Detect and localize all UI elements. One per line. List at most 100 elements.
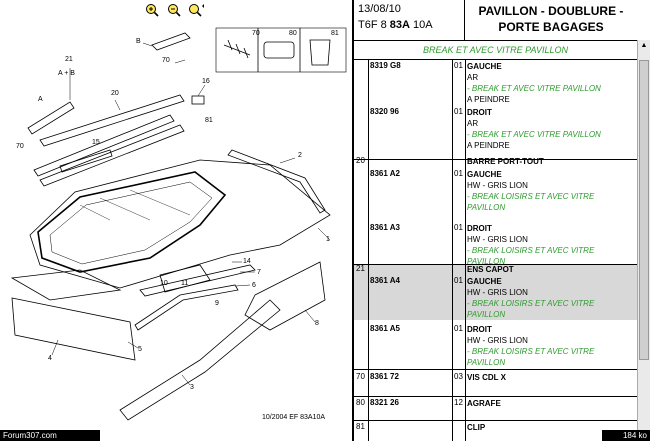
- diagram-label: 1: [326, 236, 330, 243]
- diagram-label: 3: [190, 384, 194, 391]
- col-divider: [452, 59, 453, 441]
- title-line-2: PORTE BAGAGES: [498, 20, 604, 34]
- description-line: - BREAK LOISIRS ET AVEC VITRE: [467, 246, 595, 255]
- description-line: DROIT: [467, 224, 492, 233]
- page-title: PAVILLON - DOUBLURE - PORTE BAGAGES: [465, 0, 637, 40]
- diagram-label: 4: [48, 355, 52, 362]
- ref-prefix: T6F 8: [358, 19, 390, 31]
- part-description: VIS CDL X: [467, 372, 637, 383]
- diagram-label: A: [38, 96, 43, 103]
- ref-bold: 83A: [389, 19, 410, 31]
- description-line: A PEINDRE: [467, 141, 510, 150]
- part-description: CLIP: [467, 422, 637, 433]
- diagram-label: A + B: [58, 70, 75, 77]
- part-reference: 8319 G8: [370, 61, 401, 70]
- diagram-label: B: [136, 38, 141, 45]
- ref-suffix: 10A: [409, 19, 433, 31]
- zoom-out-icon[interactable]: [166, 2, 182, 18]
- zoom-fit-icon[interactable]: [188, 2, 204, 18]
- description-line: HW - GRIS LION: [467, 235, 528, 244]
- zoom-toolbar: [144, 2, 204, 18]
- diagram-label: 20: [111, 90, 119, 97]
- description-line: HW - GRIS LION: [467, 181, 528, 190]
- description-line: HW - GRIS LION: [467, 336, 528, 345]
- part-reference: 8361 A4: [370, 276, 400, 285]
- header-ref: T6F 8 83A 10A: [358, 19, 433, 31]
- part-reference: 8361 A3: [370, 223, 400, 232]
- site-footer-label: Forum307.com: [0, 430, 100, 441]
- diagram-label: 80: [289, 30, 297, 37]
- part-description: BARRE PORT-TOUT: [467, 156, 637, 167]
- diagram-label: 8: [315, 320, 319, 327]
- parts-list-pane: 13/08/10 T6F 8 83A 10A PAVILLON - DOUBLU…: [354, 0, 650, 441]
- description-line: VIS CDL X: [467, 373, 506, 382]
- description-line: GAUCHE: [467, 277, 502, 286]
- description-line: ENS CAPOT: [467, 265, 514, 274]
- description-line: - BREAK LOISIRS ET AVEC VITRE: [467, 192, 595, 201]
- part-description: DROIT HW - GRIS LION - BREAK LOISIRS ET AV…: [467, 324, 637, 368]
- col-divider: [368, 59, 369, 441]
- part-quantity: 12: [454, 398, 463, 407]
- description-line: AR: [467, 119, 479, 128]
- pane-divider[interactable]: [352, 0, 354, 441]
- diagram-label: 81: [331, 30, 339, 37]
- description-line: PAVILLON: [467, 310, 506, 319]
- zoom-in-icon[interactable]: [144, 2, 160, 18]
- selected-row-highlight: [354, 264, 637, 320]
- part-description: GAUCHE AR - BREAK ET AVEC VITRE PAVILLON A …: [467, 61, 637, 105]
- description-line: - BREAK LOISIRS ET AVEC VITRE: [467, 299, 595, 308]
- description-line: - BREAK ET AVEC VITRE PAVILLON: [467, 130, 601, 139]
- scrollbar-thumb[interactable]: [639, 60, 649, 360]
- header-info: 13/08/10 T6F 8 83A 10A: [354, 0, 465, 40]
- variant-subtitle: BREAK ET AVEC VITRE PAVILLON: [354, 40, 637, 60]
- scroll-up-icon[interactable]: ▲: [638, 40, 650, 52]
- description-line: A PEINDRE: [467, 95, 510, 104]
- diagram-label: 14: [243, 258, 251, 265]
- exploded-diagram-pane: B 70 21 A + B A 20 16 81 70 15 2 1 14 7 …: [0, 2, 347, 441]
- item-number: 20: [356, 156, 365, 165]
- diagram-label: 6: [252, 282, 256, 289]
- description-line: GAUCHE: [467, 62, 502, 71]
- part-reference: 8361 72: [370, 372, 399, 381]
- vertical-scrollbar[interactable]: ▲ ▼: [637, 40, 650, 441]
- description-line: AGRAFE: [467, 399, 501, 408]
- row-divider: [354, 159, 637, 160]
- diagram-label: 81: [205, 117, 213, 124]
- description-line: - BREAK LOISIRS ET AVEC VITRE: [467, 347, 595, 356]
- row-divider: [354, 264, 637, 265]
- diagram-footer-code: 10/2004 EF 83A10A: [262, 414, 326, 421]
- description-line: GAUCHE: [467, 170, 502, 179]
- diagram-label: 7: [257, 269, 261, 276]
- item-number: 80: [356, 398, 365, 407]
- diagram-label: 11: [181, 280, 189, 287]
- part-quantity: 01: [454, 223, 463, 232]
- part-reference: 8361 A2: [370, 169, 400, 178]
- part-quantity: 03: [454, 372, 463, 381]
- item-number: 21: [356, 264, 365, 273]
- description-line: - BREAK ET AVEC VITRE PAVILLON: [467, 84, 601, 93]
- part-quantity: 01: [454, 61, 463, 70]
- diagram-label: 10: [160, 280, 168, 287]
- description-line: PAVILLON: [467, 203, 506, 212]
- part-quantity: 01: [454, 169, 463, 178]
- row-divider: [354, 396, 637, 397]
- file-size-label: 184 ko: [602, 430, 650, 441]
- diagram-label: 70: [252, 30, 260, 37]
- row-divider: [354, 420, 637, 421]
- part-reference: 8321 26: [370, 398, 399, 407]
- diagram-label: 70: [16, 143, 24, 150]
- description-line: DROIT: [467, 325, 492, 334]
- col-divider: [465, 59, 466, 441]
- description-line: CLIP: [467, 423, 486, 432]
- part-description: AGRAFE: [467, 398, 637, 409]
- description-line: BARRE PORT-TOUT: [467, 157, 544, 166]
- part-reference: 8320 96: [370, 107, 399, 116]
- diagram-label: 5: [138, 346, 142, 353]
- header-date: 13/08/10: [358, 3, 401, 15]
- description-line: AR: [467, 73, 479, 82]
- part-quantity: 01: [454, 324, 463, 333]
- part-reference: 8361 A5: [370, 324, 400, 333]
